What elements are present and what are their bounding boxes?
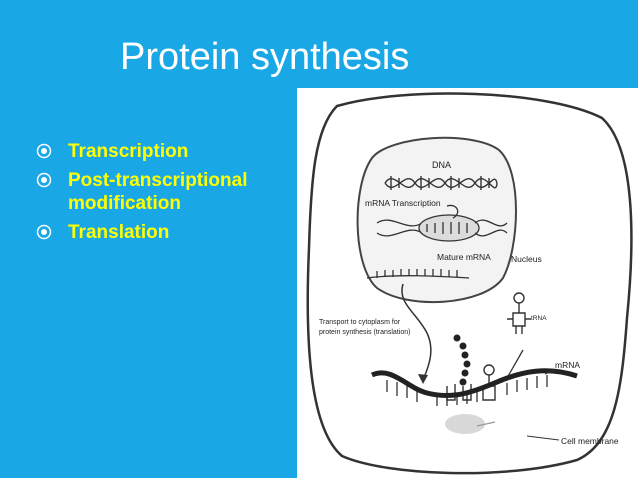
ribosome-subunit [445, 414, 485, 434]
transport-arrow [401, 283, 432, 381]
cell-outline [306, 92, 633, 475]
protein-synthesis-diagram: DNA mRNA Transcription Mature mRNA Nucle… [297, 88, 638, 478]
label-mrna-transcription: mRNA Transcription [365, 198, 441, 208]
label-transport-line1: Transport to cytoplasm for [319, 319, 401, 326]
label-mrna: mRNA [555, 360, 580, 370]
bullet-translation: Translation [36, 221, 296, 244]
bullet-text: Translation [68, 222, 170, 243]
bullet-list: Transcription Post-transcriptional modif… [36, 140, 296, 250]
slide-title: Protein synthesis [120, 36, 410, 78]
label-dna: DNA [432, 160, 451, 170]
bullet-post-transcriptional-modification: Post-transcriptional modification [36, 169, 296, 215]
trna-molecule [507, 292, 531, 334]
ribosome-arrow [476, 421, 496, 427]
circle-bullet-icon [36, 172, 52, 188]
bullet-text: Transcription [68, 141, 189, 162]
trna-arrow [506, 349, 524, 379]
mrna-leader [544, 369, 556, 375]
bullet-text: Post-transcriptional modification [68, 170, 248, 214]
bullet-transcription: Transcription [36, 140, 296, 163]
polypeptide-chain [453, 334, 471, 386]
label-trna: tRNA [531, 315, 547, 322]
transport-arrow-head [418, 374, 428, 384]
circle-bullet-icon [36, 224, 52, 240]
mature-mrna-strand [366, 269, 470, 279]
cytoplasm-mrna [370, 368, 578, 406]
dna-helix [384, 176, 498, 190]
cell-membrane-leader [526, 435, 560, 441]
transcription-bubble [376, 204, 508, 242]
label-mature-mrna: Mature mRNA [437, 252, 491, 262]
label-transport-line2: protein synthesis (translation) [319, 329, 410, 336]
circle-bullet-icon [36, 143, 52, 159]
label-cell-membrane: Cell membrane [561, 436, 619, 446]
label-nucleus: Nucleus [511, 254, 542, 264]
